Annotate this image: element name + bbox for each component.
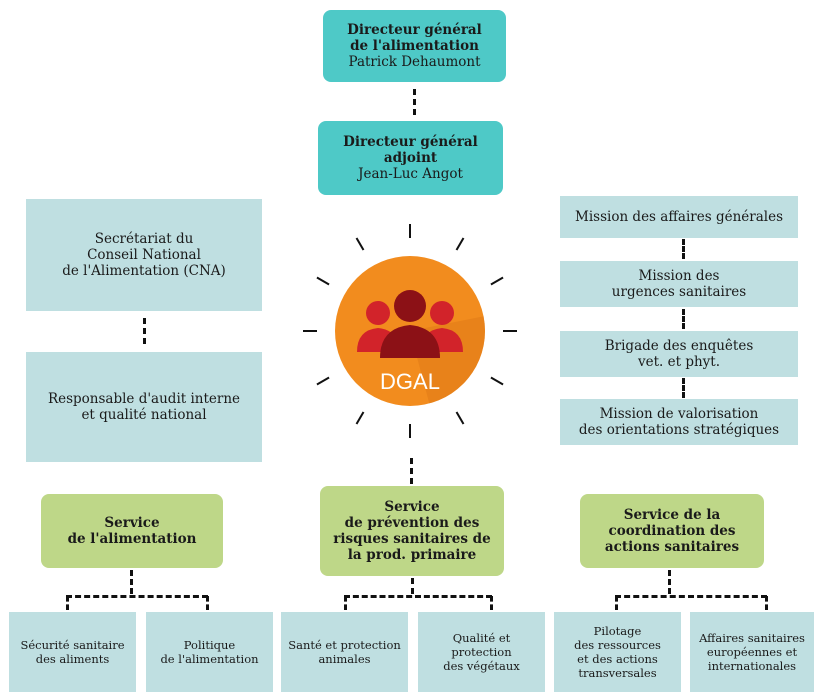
subunit-sante-box: Santé et protection animales bbox=[281, 612, 408, 692]
sun-ray bbox=[316, 376, 330, 386]
valorisation-line-1: Mission de valorisation bbox=[599, 406, 759, 422]
connector-right-1 bbox=[682, 239, 685, 259]
deputy-director-box: Directeur général adjoint Jean-Luc Angot bbox=[318, 121, 503, 195]
brigade-line-2: vet. et phyt. bbox=[637, 354, 720, 370]
service-coordination-line-3: actions sanitaires bbox=[604, 539, 740, 555]
subunit-pilotage-line-4: transversales bbox=[578, 666, 657, 680]
connector-secretariat-audit bbox=[143, 318, 146, 344]
mission-urgences-line-2: urgences sanitaires bbox=[611, 284, 747, 300]
logo-label: DGAL bbox=[380, 369, 440, 394]
sun-ray bbox=[409, 224, 411, 238]
subunit-affaires-euro-box: Affaires sanitaires européennes et inter… bbox=[690, 612, 814, 692]
subunit-securite-box: Sécurité sanitaire des aliments bbox=[9, 612, 136, 692]
subunit-pilotage-line-3: et des actions bbox=[577, 652, 658, 666]
service-coordination-line-2: coordination des bbox=[608, 523, 736, 539]
sun-ray bbox=[355, 411, 365, 425]
secretariat-cna-box: Secrétariat du Conseil National de l'Ali… bbox=[26, 199, 262, 311]
connector-right-2 bbox=[682, 309, 685, 329]
connector-alimentation-stem bbox=[130, 570, 133, 594]
dgal-logo: DGAL bbox=[335, 256, 485, 406]
service-prevention-box: Service de prévention des risques sanita… bbox=[320, 486, 504, 576]
subunit-qualite-line-3: des végétaux bbox=[443, 659, 520, 673]
mission-affaires-line-1: Mission des affaires générales bbox=[575, 209, 783, 225]
connector-coordination-right bbox=[765, 596, 768, 610]
sun-ray bbox=[490, 276, 504, 286]
subunit-qualite-line-2: protection bbox=[451, 645, 512, 659]
sun-ray bbox=[455, 411, 465, 425]
connector-prevention-left bbox=[344, 596, 347, 610]
deputy-name: Jean-Luc Angot bbox=[358, 166, 463, 182]
audit-line-2: et qualité national bbox=[81, 407, 207, 423]
connector-prevention-bar bbox=[344, 595, 492, 598]
connector-prevention-right bbox=[490, 596, 493, 610]
sun-ray bbox=[355, 237, 365, 251]
secretariat-line-3: de l'Alimentation (CNA) bbox=[62, 263, 226, 279]
service-prevention-line-2: de prévention des bbox=[344, 515, 480, 531]
service-prevention-line-4: la prod. primaire bbox=[347, 547, 477, 563]
subunit-securite-line-1: Sécurité sanitaire bbox=[20, 638, 125, 652]
sun-ray bbox=[490, 376, 504, 386]
deputy-title-1: Directeur général bbox=[343, 134, 478, 150]
valorisation-line-2: des orientations stratégiques bbox=[578, 422, 780, 438]
subunit-pilotage-box: Pilotage des ressources et des actions t… bbox=[554, 612, 681, 692]
service-coordination-box: Service de la coordination des actions s… bbox=[580, 494, 764, 568]
connector-alimentation-left bbox=[66, 596, 69, 610]
subunit-affaires-euro-line-3: internationales bbox=[707, 659, 797, 673]
mission-urgences-line-1: Mission des bbox=[638, 268, 720, 284]
connector-dg-deputy bbox=[413, 89, 416, 115]
subunit-politique-box: Politique de l'alimentation bbox=[146, 612, 273, 692]
director-general-title-2: de l'alimentation bbox=[350, 38, 479, 54]
connector-prevention-stem bbox=[411, 578, 414, 594]
service-alimentation-line-2: de l'alimentation bbox=[67, 531, 197, 547]
subunit-sante-line-1: Santé et protection bbox=[288, 638, 401, 652]
sun-ray bbox=[409, 424, 411, 438]
sun-ray bbox=[303, 330, 317, 332]
secretariat-line-1: Secrétariat du bbox=[94, 231, 194, 247]
sun-ray bbox=[503, 330, 517, 332]
service-prevention-line-1: Service bbox=[384, 499, 440, 515]
subunit-pilotage-line-1: Pilotage bbox=[593, 624, 642, 638]
connector-coordination-bar bbox=[615, 595, 767, 598]
subunit-affaires-euro-line-2: européennes et bbox=[706, 645, 798, 659]
audit-line-1: Responsable d'audit interne bbox=[47, 391, 241, 407]
connector-coordination-left bbox=[615, 596, 618, 610]
subunit-politique-line-2: de l'alimentation bbox=[160, 652, 259, 666]
audit-box: Responsable d'audit interne et qualité n… bbox=[26, 352, 262, 462]
connector-coordination-stem bbox=[668, 570, 671, 594]
brigade-box: Brigade des enquêtes vet. et phyt. bbox=[560, 331, 798, 377]
deputy-title-2: adjoint bbox=[383, 150, 438, 166]
subunit-pilotage-line-2: des ressources bbox=[574, 638, 661, 652]
director-general-box: Directeur général de l'alimentation Patr… bbox=[323, 10, 506, 82]
subunit-politique-line-1: Politique bbox=[183, 638, 236, 652]
connector-logo-service bbox=[410, 458, 413, 484]
connector-alimentation-right bbox=[206, 596, 209, 610]
mission-valorisation-box: Mission de valorisation des orientations… bbox=[560, 399, 798, 445]
subunit-securite-line-2: des aliments bbox=[35, 652, 110, 666]
people-icon bbox=[357, 290, 463, 358]
brigade-line-1: Brigade des enquêtes bbox=[604, 338, 754, 354]
sun-ray bbox=[316, 276, 330, 286]
director-general-title-1: Directeur général bbox=[347, 22, 482, 38]
mission-affaires-generales-box: Mission des affaires générales bbox=[560, 196, 798, 238]
service-prevention-line-3: risques sanitaires de bbox=[333, 531, 491, 547]
subunit-sante-line-2: animales bbox=[318, 652, 371, 666]
service-alimentation-line-1: Service bbox=[104, 515, 160, 531]
mission-urgences-box: Mission des urgences sanitaires bbox=[560, 261, 798, 307]
director-general-name: Patrick Dehaumont bbox=[348, 54, 481, 70]
service-alimentation-box: Service de l'alimentation bbox=[41, 494, 223, 568]
service-coordination-line-1: Service de la bbox=[623, 507, 721, 523]
subunit-qualite-box: Qualité et protection des végétaux bbox=[418, 612, 545, 692]
subunit-qualite-line-1: Qualité et bbox=[452, 631, 511, 645]
secretariat-line-2: Conseil National bbox=[87, 247, 201, 263]
connector-alimentation-bar bbox=[66, 595, 208, 598]
subunit-affaires-euro-line-1: Affaires sanitaires bbox=[699, 631, 805, 645]
sun-ray bbox=[455, 237, 465, 251]
connector-right-3 bbox=[682, 378, 685, 398]
